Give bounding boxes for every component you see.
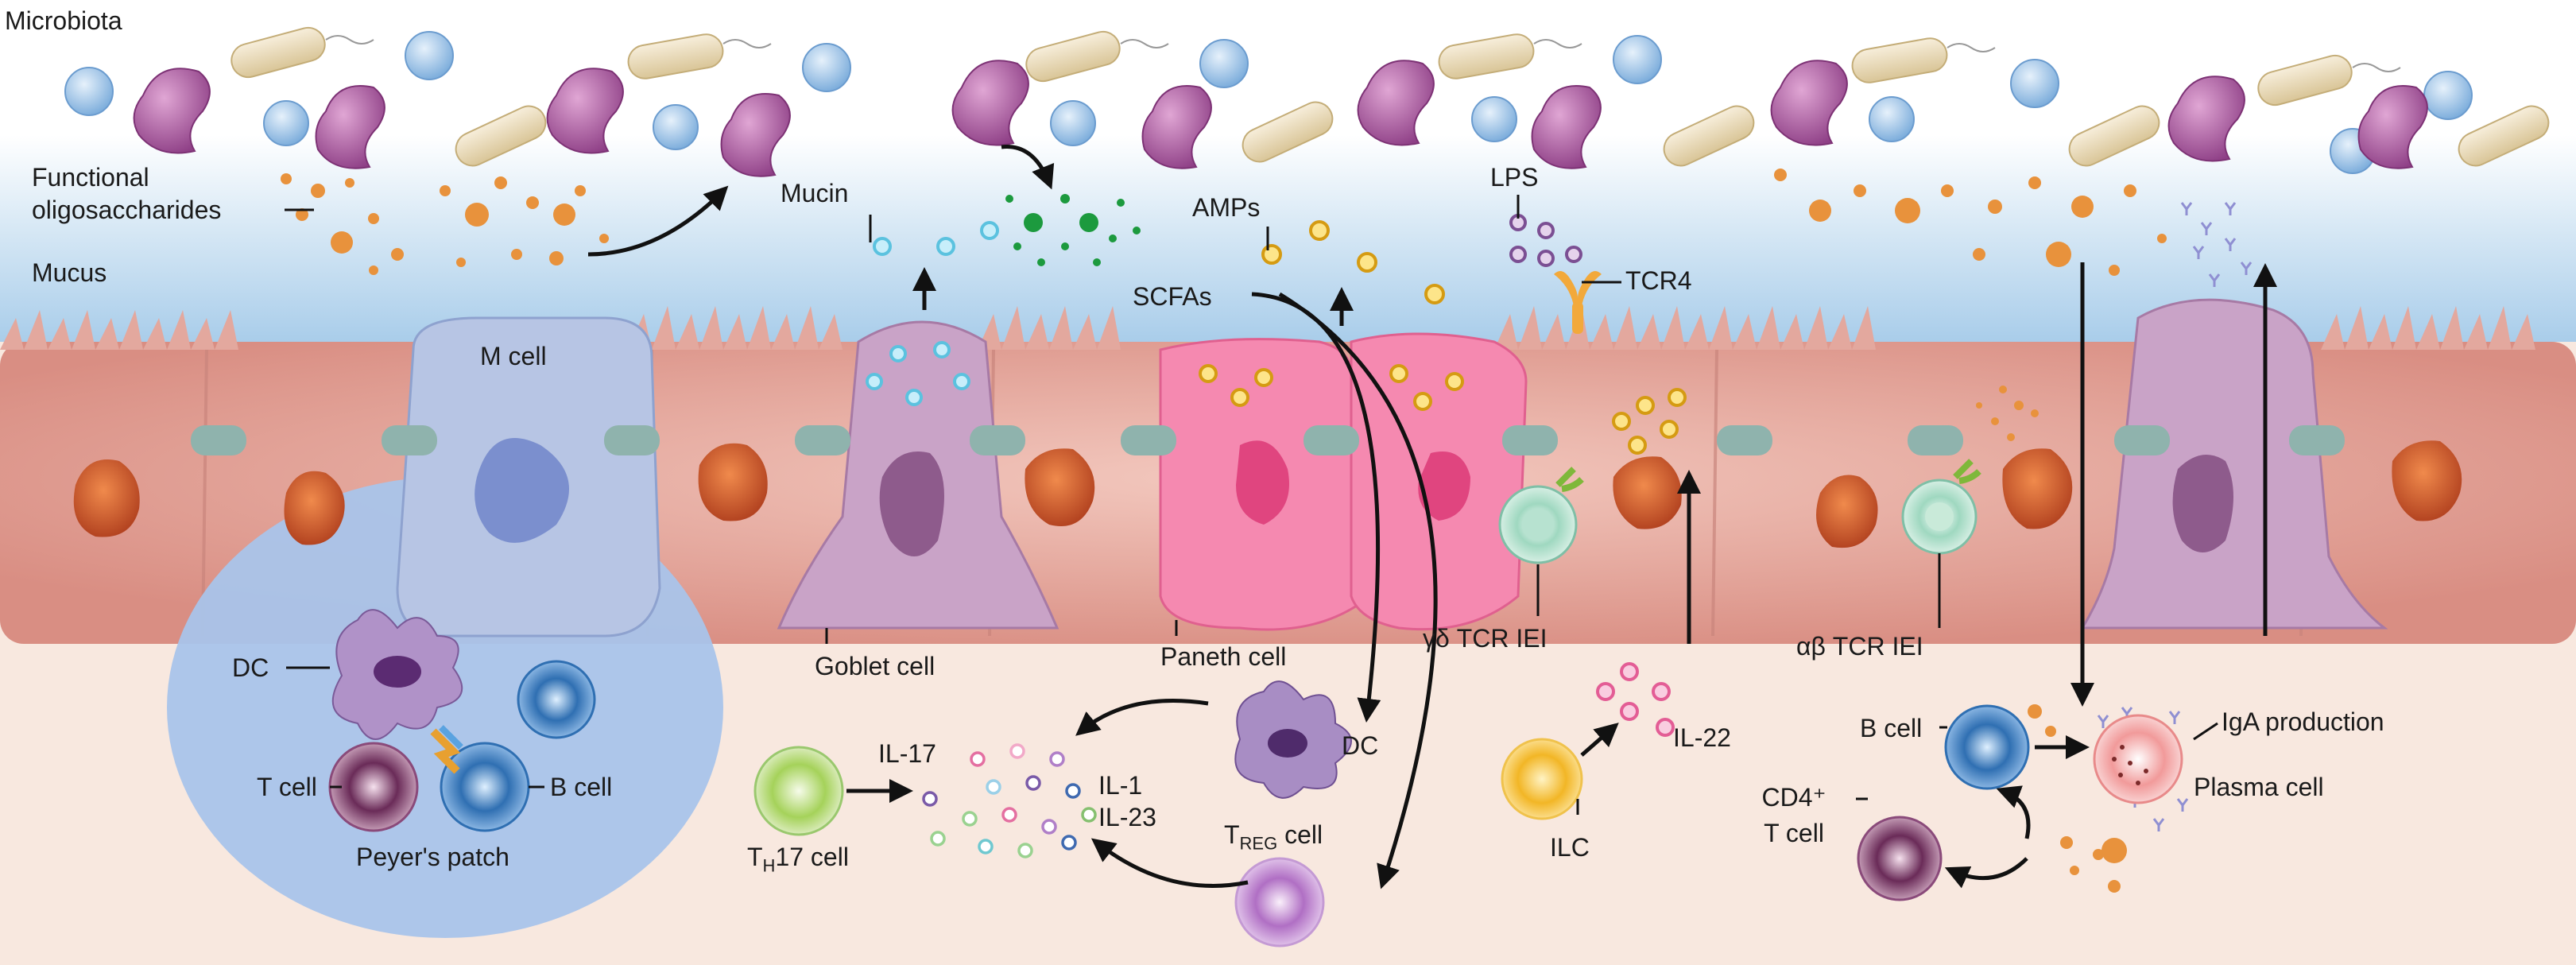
- label-treg-cell: TREG cell: [1224, 820, 1323, 854]
- label-mucus: Mucus: [32, 258, 107, 287]
- label-th17-cell: TH17 cell: [747, 843, 849, 876]
- label-treg-sub: REG: [1239, 833, 1278, 854]
- antigen-presentation-icon: [430, 728, 461, 774]
- goblet-cell-right: [2080, 298, 2388, 630]
- label-amps: AMPs: [1192, 193, 1261, 222]
- label-ab-tcr-iei: αβ TCR IEI: [1796, 632, 1923, 661]
- rod-bacteria: [230, 26, 2550, 167]
- label-b-cell-left: B cell: [550, 773, 613, 801]
- label-functional: Functional: [32, 163, 149, 192]
- gd-receptor-icon: [1555, 467, 1584, 492]
- label-leaders: [285, 195, 2218, 815]
- label-cd4-t-cell: T cell: [1764, 819, 1824, 847]
- label-ilc: ILC: [1550, 833, 1590, 862]
- purple-bacteria: [133, 60, 2428, 177]
- b-cell-left: [440, 742, 530, 832]
- th17-cell: [753, 746, 844, 836]
- plasma-cell: [2093, 714, 2183, 804]
- label-th17-sub: H: [762, 855, 776, 876]
- label-paneth-cell: Paneth cell: [1160, 642, 1287, 671]
- label-microbiota: Microbiota: [5, 6, 122, 35]
- label-treg-main: T: [1224, 820, 1240, 849]
- paneth-nucleus-1: [1236, 440, 1289, 525]
- treg-cell: [1234, 857, 1325, 948]
- label-peyers-patch: Peyer's patch: [356, 843, 509, 871]
- enterocyte-nuclei: [73, 440, 2462, 548]
- dendritic-cell-left: [331, 609, 463, 740]
- immune-cell-blue-top: [517, 660, 596, 739]
- il22-particles: [1596, 662, 1675, 737]
- label-oligosaccharides: oligosaccharides: [32, 196, 222, 224]
- goblet-right-nucleus: [2172, 455, 2233, 552]
- lps-particles: [1509, 214, 1582, 267]
- label-m-cell: M cell: [480, 342, 547, 370]
- label-cd4: CD4⁺: [1761, 783, 1826, 812]
- label-iga-production: IgA production: [2222, 707, 2384, 736]
- plasma-granules: [2112, 745, 2148, 785]
- label-th17-main: T: [747, 843, 763, 871]
- arrows: [587, 145, 2277, 889]
- b-cell-right: [1944, 704, 2030, 790]
- amp-particles: [1199, 220, 1687, 455]
- brush-border: [0, 310, 262, 350]
- cd4-t-cell: [1857, 816, 1943, 901]
- tight-junctions: [191, 425, 2345, 455]
- label-gd-tcr-iei: γδ TCR IEI: [1423, 624, 1548, 653]
- mucus-layer: [0, 135, 2576, 342]
- mucin-particles: [866, 221, 999, 406]
- label-th17-rest: 17 cell: [775, 843, 849, 871]
- label-mucin: Mucin: [781, 179, 849, 207]
- label-t-cell: T cell: [257, 773, 317, 801]
- m-cell-nucleus: [475, 438, 569, 543]
- label-lps: LPS: [1490, 163, 1539, 192]
- label-tcr4: TCR4: [1625, 266, 1692, 295]
- t-cell-left: [328, 742, 419, 832]
- label-dc-center: DC: [1342, 731, 1379, 760]
- paneth-nucleus-2: [1418, 451, 1470, 521]
- oligosaccharide-particles: [281, 169, 2167, 893]
- label-treg-rest: cell: [1277, 820, 1323, 849]
- scfa-particles: [1005, 194, 1141, 266]
- label-b-cell-right: B cell: [1860, 714, 1923, 742]
- goblet-nucleus: [879, 451, 944, 556]
- cytokine-particles: [922, 743, 1097, 858]
- label-dc-left: DC: [232, 653, 269, 682]
- label-il1: IL-1: [1098, 771, 1143, 800]
- label-plasma-cell: Plasma cell: [2194, 773, 2324, 801]
- label-goblet-cell: Goblet cell: [815, 652, 935, 680]
- ab-receptor-icon: [1953, 459, 1981, 484]
- ilc-cell: [1501, 738, 1583, 820]
- blue-bacteria: [64, 31, 2473, 174]
- label-il17: IL-17: [878, 739, 936, 768]
- label-scfas: SCFAs: [1133, 282, 1212, 311]
- tcr4-receptor: [1554, 271, 1602, 334]
- label-il23: IL-23: [1098, 803, 1156, 831]
- label-il22: IL-22: [1673, 723, 1731, 752]
- dendritic-cell-center: [1234, 680, 1352, 799]
- microbiota-group: [64, 26, 2550, 177]
